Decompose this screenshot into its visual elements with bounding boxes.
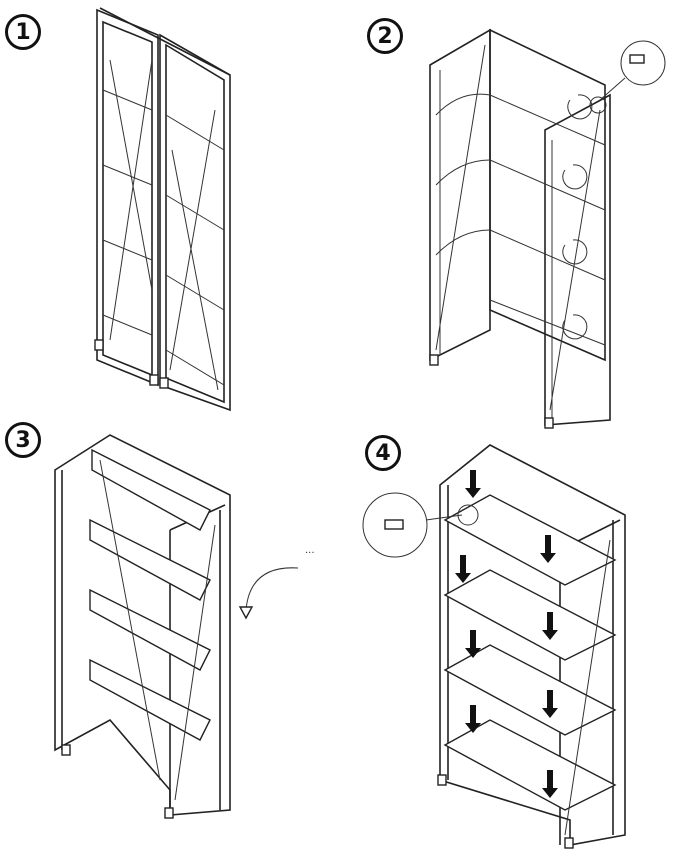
step3-opening-shelf: ··· [54,434,315,819]
step4-assembled-shelf [362,444,626,849]
step-number-1: 1 [5,14,41,50]
step-number-3: 3 [5,422,41,458]
step2-unfolding-shelf [429,28,666,429]
svg-text:···: ··· [305,548,315,559]
step-number-2: 2 [367,18,403,54]
step1-folded-shelf [94,7,231,412]
step-number-4: 4 [365,435,401,471]
